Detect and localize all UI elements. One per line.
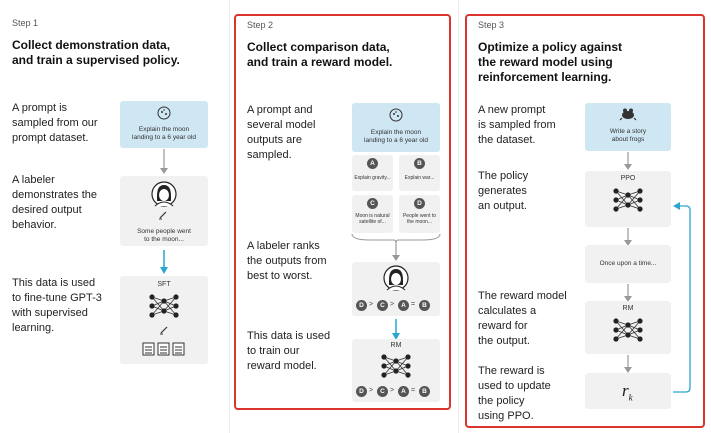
step1-sft-box: SFT	[120, 276, 208, 364]
step2-ranking-box: D > C > A = B	[352, 262, 440, 316]
option-b: B Explain war...	[399, 155, 440, 191]
pencil-icon	[160, 326, 168, 335]
ppo-label: PPO	[620, 175, 636, 182]
neural-network-icon	[613, 318, 643, 342]
option-c: C Moon is natural satellite of...	[352, 195, 393, 233]
step3-reward-box: rk	[585, 373, 671, 409]
step3-arrow-2	[624, 228, 632, 246]
step2-rm-box: RM D > C > A = B	[352, 339, 440, 402]
sft-label: SFT	[157, 281, 171, 288]
neural-network-icon	[381, 354, 411, 378]
reward-symbol: rk	[622, 381, 633, 403]
planet-icon	[389, 108, 403, 122]
frog-icon	[619, 108, 637, 121]
step3-arrow-1	[624, 152, 632, 170]
rm-label: RM	[622, 305, 634, 312]
step3-arrow-4	[624, 355, 632, 373]
divider-2	[458, 0, 459, 433]
neural-network-icon	[149, 294, 179, 318]
step2-panel: Step 2 Collect comparison data,and train…	[234, 14, 451, 410]
step3-rm-box: RM	[585, 301, 671, 354]
step1-label: Step 1	[12, 18, 39, 28]
step2-arrow-2	[392, 319, 400, 340]
step3-label: Step 3	[478, 20, 505, 30]
step3-output-text: Once upon a time...	[599, 260, 657, 267]
step2-bracket-arrow	[351, 233, 441, 261]
step1-arrow-1	[160, 149, 168, 174]
step3-ppo-box: PPO	[585, 171, 671, 227]
option-d: D People went to the moon...	[399, 195, 440, 233]
pencil-icon	[159, 211, 167, 220]
labeler-avatar-icon	[383, 265, 409, 291]
option-a: A Explain gravity...	[352, 155, 393, 191]
step3-output-box: Once upon a time...	[585, 245, 671, 283]
rm-label: RM	[390, 342, 402, 349]
step1-arrow-2	[160, 250, 168, 274]
step1-panel: Step 1 Collect demonstration data, and t…	[0, 0, 228, 433]
feedback-loop-arrow	[673, 202, 691, 393]
step2-label: Step 2	[247, 20, 274, 30]
planet-icon	[157, 106, 171, 120]
step1-title: Collect demonstration data, and train a …	[12, 38, 180, 67]
neural-network-icon	[613, 188, 643, 212]
divider-1	[229, 0, 230, 433]
step3-arrow-3	[624, 284, 632, 302]
labeler-avatar-icon	[151, 181, 177, 207]
step2-title: Collect comparison data,and train a rewa…	[247, 40, 393, 69]
documents-icon	[142, 342, 185, 356]
